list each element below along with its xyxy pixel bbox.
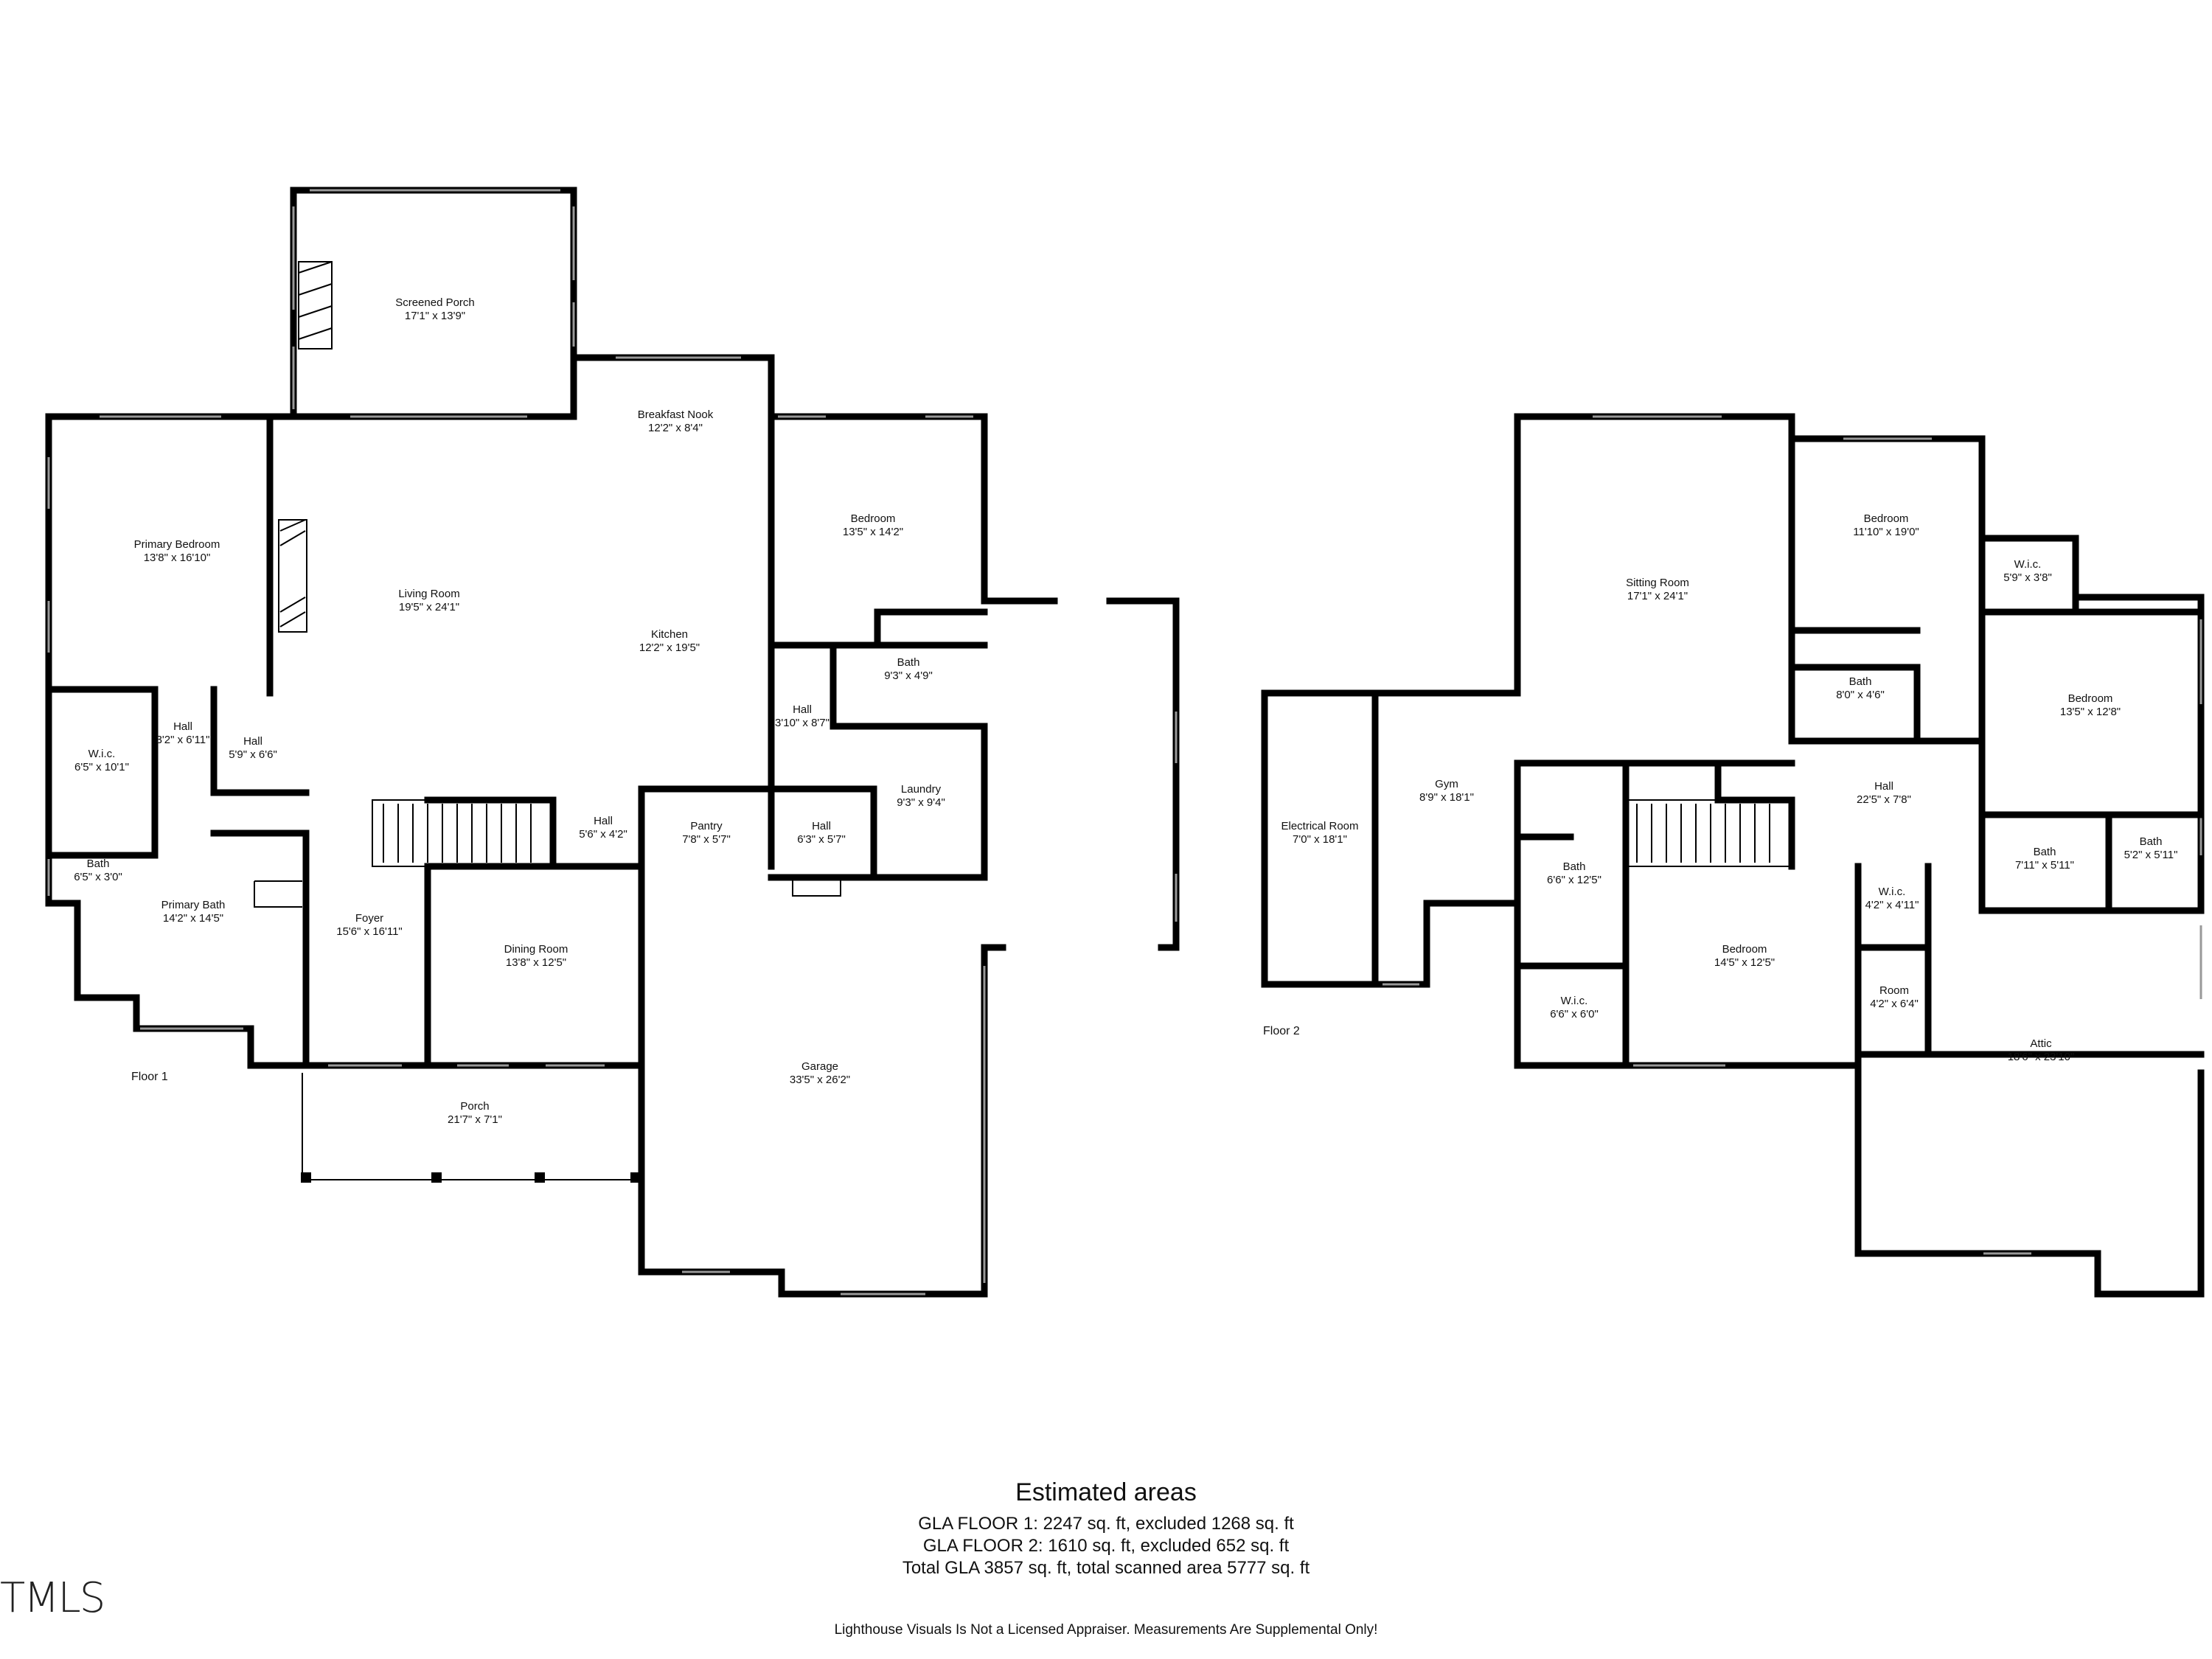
room-dims: 11'10" x 19'0": [1853, 526, 1919, 538]
room-dims: 3'10" x 8'7": [775, 717, 830, 729]
room-name: Bath: [897, 656, 920, 669]
areas-floor2: GLA FLOOR 2: 1610 sq. ft, excluded 652 s…: [922, 1536, 1290, 1556]
room-dims: 5'6" x 4'2": [579, 828, 627, 841]
room-name: Bedroom: [1864, 512, 1909, 525]
room-dims: 12'2" x 8'4": [648, 422, 703, 434]
room-name: Bath: [1849, 675, 1872, 688]
room-dims: 7'0" x 18'1": [1293, 833, 1347, 846]
areas-title: Estimated areas: [1015, 1478, 1197, 1506]
room-name: Primary Bath: [161, 899, 226, 911]
room-name: Foyer: [355, 912, 383, 925]
room-name: Bedroom: [1722, 943, 1767, 956]
room-name: Living Room: [398, 588, 459, 600]
room-name: Sitting Room: [1626, 577, 1689, 589]
room-name: Bedroom: [2068, 692, 2113, 705]
room-name: W.i.c.: [88, 748, 116, 760]
room-dims: 6'3" x 5'7": [797, 833, 846, 846]
room-name: Room: [1879, 984, 1909, 997]
room-name: Dining Room: [504, 943, 568, 956]
room-dims: 19'5" x 24'1": [399, 601, 459, 613]
room-name: Gym: [1435, 778, 1458, 790]
room-name: Porch: [460, 1100, 489, 1113]
room-dims: 8'0" x 4'6": [1836, 689, 1885, 701]
room-dims: 13'8" x 16'10": [144, 552, 211, 564]
floor2-room-labels: Sitting Room 17'1" x 24'1" Bedroom 11'10…: [1281, 512, 2177, 1063]
floor2-walls: [1261, 413, 2205, 1298]
floor2-label: Floor 2: [1263, 1025, 1300, 1037]
room-dims: 33'5" x 26'2": [790, 1074, 850, 1086]
room-name: Bath: [2034, 846, 2056, 858]
room-name: Kitchen: [651, 628, 688, 641]
floor1-room-labels: Screened Porch 17'1" x 13'9" Breakfast N…: [74, 296, 945, 1126]
room-name: Breakfast Nook: [638, 408, 714, 421]
room-dims: 4'2" x 4'11": [1865, 899, 1919, 911]
areas-total: Total GLA 3857 sq. ft, total scanned are…: [902, 1558, 1310, 1578]
room-name: Bath: [1563, 860, 1586, 873]
room-dims: 17'1" x 24'1": [1627, 590, 1688, 602]
room-name: Attic: [2030, 1037, 2052, 1050]
floor1-walls: [45, 187, 1180, 1298]
room-dims: 4'2" x 6'4": [1870, 998, 1919, 1010]
room-dims: 14'5" x 12'5": [1714, 956, 1775, 969]
room-dims: 6'5" x 3'0": [74, 871, 122, 883]
areas-floor1: GLA FLOOR 1: 2247 sq. ft, excluded 1268 …: [918, 1514, 1294, 1534]
room-dims: 17'1" x 13'9": [405, 310, 465, 322]
disclaimer: Lighthouse Visuals Is Not a Licensed App…: [834, 1622, 1378, 1638]
room-dims: 22'5" x 7'8": [1857, 793, 1911, 806]
room-name: Hall: [793, 703, 812, 716]
room-dims: 6'5" x 10'1": [74, 761, 129, 773]
room-dims: 8'9" x 18'1": [1419, 791, 1474, 804]
room-dims: 13'5" x 14'2": [843, 526, 903, 538]
room-name: Electrical Room: [1281, 820, 1358, 832]
room-name: Hall: [173, 720, 192, 733]
room-name: W.i.c.: [1879, 886, 1906, 898]
room-dims: 13'5" x 12'8": [2060, 706, 2121, 718]
floor1-label: Floor 1: [131, 1071, 168, 1083]
room-name: Hall: [594, 815, 613, 827]
logo: TMLS: [0, 1574, 105, 1622]
estimated-areas: Estimated areas GLA FLOOR 1: 2247 sq. ft…: [737, 1478, 1475, 1579]
room-dims: 9'3" x 4'9": [884, 669, 933, 682]
room-dims: 6'6" x 6'0": [1550, 1008, 1599, 1020]
room-dims: 7'11" x 5'11": [2015, 859, 2074, 872]
room-name: Hall: [1874, 780, 1893, 793]
room-dims: 3'2" x 6'11": [156, 734, 210, 746]
room-name: Bath: [2140, 835, 2163, 848]
room-dims: 15'6" x 16'11": [336, 925, 403, 938]
room-dims: 5'2" x 5'11": [2124, 849, 2178, 861]
room-dims: 7'8" x 5'7": [682, 833, 731, 846]
room-dims: 13'8" x 12'5": [506, 956, 566, 969]
room-dims: 18'6" x 23'10": [2008, 1051, 2075, 1063]
room-name: Laundry: [901, 783, 942, 796]
room-dims: 14'2" x 14'5": [163, 912, 223, 925]
room-name: Screened Porch: [395, 296, 475, 309]
room-name: Bath: [87, 858, 110, 870]
room-name: Hall: [812, 820, 831, 832]
room-name: Bedroom: [851, 512, 896, 525]
room-name: W.i.c.: [2014, 558, 2042, 571]
room-dims: 12'2" x 19'5": [639, 641, 700, 654]
room-dims: 5'9" x 6'6": [229, 748, 277, 761]
room-dims: 5'9" x 3'8": [2003, 571, 2052, 584]
room-name: W.i.c.: [1561, 995, 1588, 1007]
room-name: Garage: [801, 1060, 838, 1073]
room-name: Hall: [243, 735, 262, 748]
room-dims: 21'7" x 7'1": [448, 1113, 502, 1126]
room-name: Pantry: [690, 820, 723, 832]
room-dims: 6'6" x 12'5": [1547, 874, 1601, 886]
room-name: Primary Bedroom: [134, 538, 220, 551]
room-dims: 9'3" x 9'4": [897, 796, 945, 809]
